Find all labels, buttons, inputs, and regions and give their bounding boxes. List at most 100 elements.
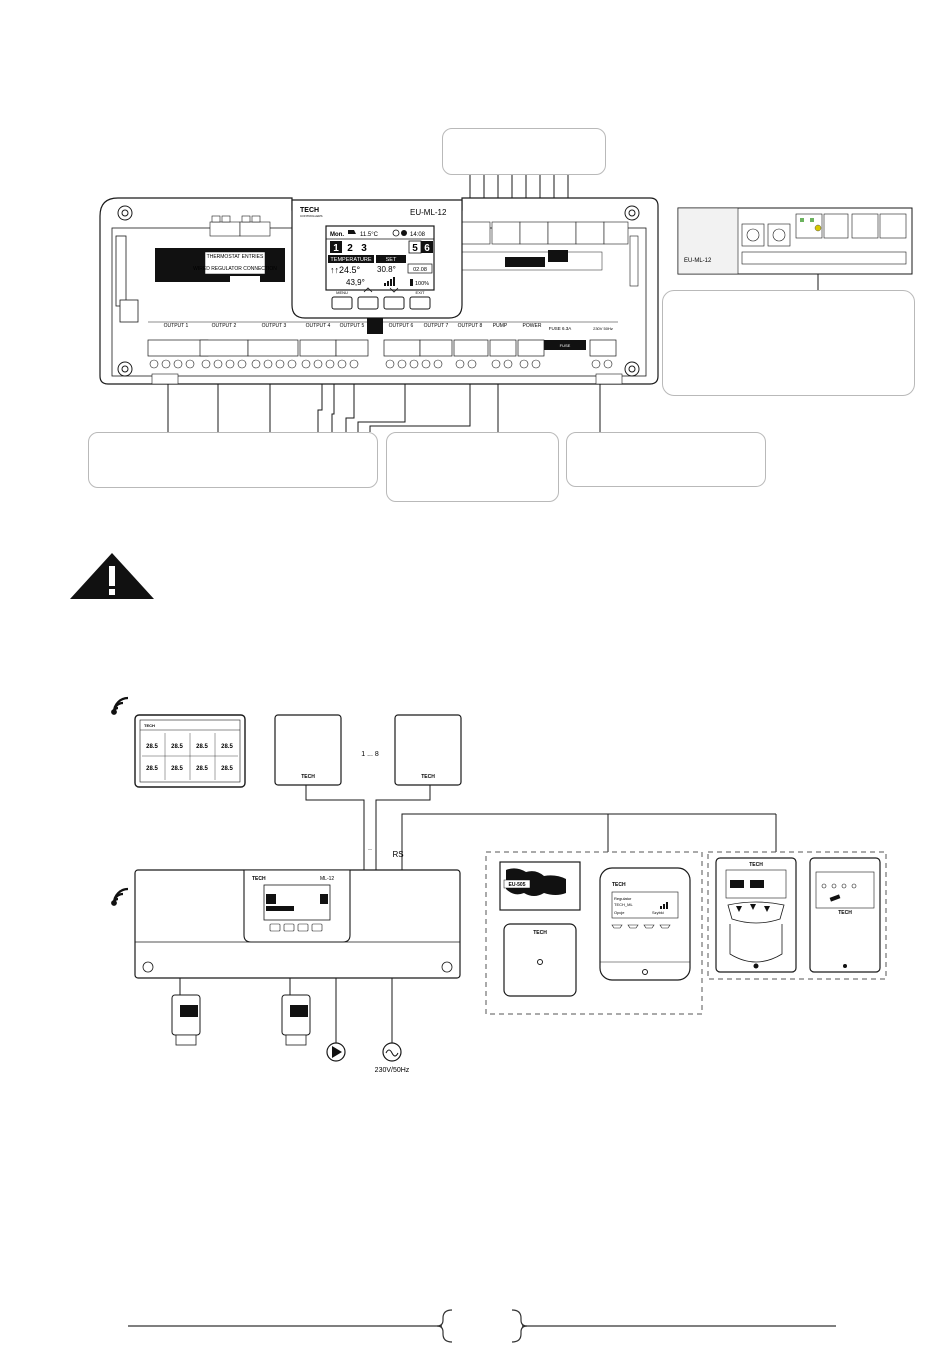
screen-location: Mon. <box>330 232 344 238</box>
room-regulator: TECH Regulator TECH_ML Opcje Szybki <box>599 867 691 981</box>
callout-expansion <box>662 290 915 396</box>
output-6-label: OUTPUT 6 <box>389 323 414 329</box>
screen-date: 02.08 <box>413 267 427 273</box>
actuator <box>281 978 311 1046</box>
panel-brand: TECH <box>144 723 155 728</box>
callout-connectors <box>167 175 819 432</box>
temperature-label: TEMPERATURE <box>330 257 371 263</box>
output-8-label: OUTPUT 8 <box>458 323 483 329</box>
current-temp: ↑↑24.5° <box>330 265 361 275</box>
callout-outputs <box>88 432 378 488</box>
controller-buttons <box>331 296 431 310</box>
weather-icon <box>348 230 356 234</box>
panel-value-4: 28.5 <box>221 744 233 750</box>
set-temp: 30.8° <box>377 265 396 274</box>
callout-pump <box>386 432 559 502</box>
signal-icon <box>384 277 395 286</box>
power-supply-icon <box>382 978 402 1062</box>
callout-top <box>442 128 606 175</box>
menu-label: MENU <box>336 290 348 295</box>
output-1-label: OUTPUT 1 <box>164 323 189 329</box>
clock-icon <box>392 229 400 237</box>
panel-value-8: 28.5 <box>221 766 233 772</box>
regulator-text-4: Szybki <box>652 910 664 915</box>
sensor-brand: TECH <box>301 774 315 780</box>
up-button[interactable] <box>357 296 379 310</box>
sensor-brand: TECH <box>421 774 435 780</box>
zone-6: 6 <box>424 243 430 254</box>
wifi-icon <box>111 887 129 906</box>
screen-battery: 100% <box>415 281 429 287</box>
fuse-rating-label: FUSE 6.3A <box>549 326 572 331</box>
wired-regulator-label: WIRED REGULATOR CONNECTION <box>193 266 277 272</box>
wifi-status-icon <box>401 230 407 236</box>
up-chevron-icon <box>363 287 373 293</box>
warning-icon <box>70 553 154 599</box>
main-model: ML-12 <box>320 876 334 882</box>
voltage-label: 230V/50Hz <box>375 1067 410 1074</box>
panel-value-3: 28.5 <box>196 744 208 750</box>
bottom-terminal-strip <box>147 339 617 357</box>
volt-label: 230V 50Hz <box>593 326 613 331</box>
expansion-model: EU-ML-12 <box>684 258 712 264</box>
map-label: EU-505 <box>509 882 526 888</box>
controller-brand-sub: CONTROLLERS <box>300 214 323 218</box>
exit-button[interactable] <box>409 296 431 310</box>
page-footer <box>128 1309 836 1343</box>
fuse-block <box>367 318 383 334</box>
terminal-screws <box>149 359 613 369</box>
rs-label: RS <box>392 850 403 859</box>
panel-value-2: 28.5 <box>171 744 183 750</box>
set-label: SET <box>386 257 397 263</box>
battery-icon <box>410 279 413 286</box>
zone-2: 2 <box>347 243 353 254</box>
thermostat-entries-label: THERMOSTAT ENTRIES <box>207 254 264 260</box>
touch-panel: TECH 28.5 28.5 28.5 28.5 28.5 28.5 28.5 … <box>134 714 246 788</box>
pump-label: PUMP <box>493 323 508 329</box>
schematic-wiring <box>305 785 777 870</box>
wire-label: — <box>368 846 372 851</box>
expansion-module: EU-ML-12 <box>677 207 913 275</box>
pump-module-brand: TECH <box>838 910 852 916</box>
output-5-label: OUTPUT 5 <box>340 323 365 329</box>
exit-label: EXIT <box>416 290 425 295</box>
top-right-labels <box>461 250 603 271</box>
zone-3: 3 <box>361 243 367 254</box>
panel-value-1: 28.5 <box>146 744 158 750</box>
main-controller-schematic: TECH ML-12 <box>134 869 461 979</box>
output-7-label: OUTPUT 7 <box>424 323 449 329</box>
pump-module: TECH <box>809 857 881 973</box>
down-button[interactable] <box>383 296 405 310</box>
power-label: POWER <box>523 323 542 329</box>
regulator-text-3: Opcje <box>614 910 625 915</box>
fuse-tag: FUSE <box>560 343 571 348</box>
zone-1: 1 <box>333 243 339 254</box>
callout-power <box>566 432 766 487</box>
range-label: 1 ... 8 <box>361 751 379 758</box>
output-4-label: OUTPUT 4 <box>306 323 331 329</box>
panel-value-6: 28.5 <box>171 766 183 772</box>
output-2-label: OUTPUT 2 <box>212 323 237 329</box>
controller-brand: TECH <box>300 207 319 214</box>
wifi-icon <box>111 696 129 715</box>
module-group-1 <box>485 851 703 1015</box>
valve-module-brand: TECH <box>749 862 763 868</box>
room-sensor: TECH <box>394 714 462 786</box>
screen-time: 14:08 <box>410 232 426 238</box>
internet-module: EU-505 TECH <box>499 861 581 997</box>
floor-temp: 43,9° <box>346 278 365 287</box>
regulator-brand: TECH <box>612 882 626 888</box>
screen-outdoor-temp: 11.5°C <box>360 232 379 238</box>
actuator <box>171 978 201 1046</box>
zone-5: 5 <box>412 243 418 254</box>
controller-board: THERMOSTAT ENTRIES WIRED REGULATOR CONNE… <box>99 197 659 385</box>
room-sensor: TECH <box>274 714 342 786</box>
regulator-text-2: TECH_ML <box>614 902 633 907</box>
top-left-terminals <box>209 215 271 237</box>
screw-holes <box>117 205 640 377</box>
top-right-terminals <box>461 221 629 245</box>
panel-value-7: 28.5 <box>196 766 208 772</box>
regulator-text-1: Regulator <box>614 896 632 901</box>
menu-button[interactable] <box>331 296 353 310</box>
